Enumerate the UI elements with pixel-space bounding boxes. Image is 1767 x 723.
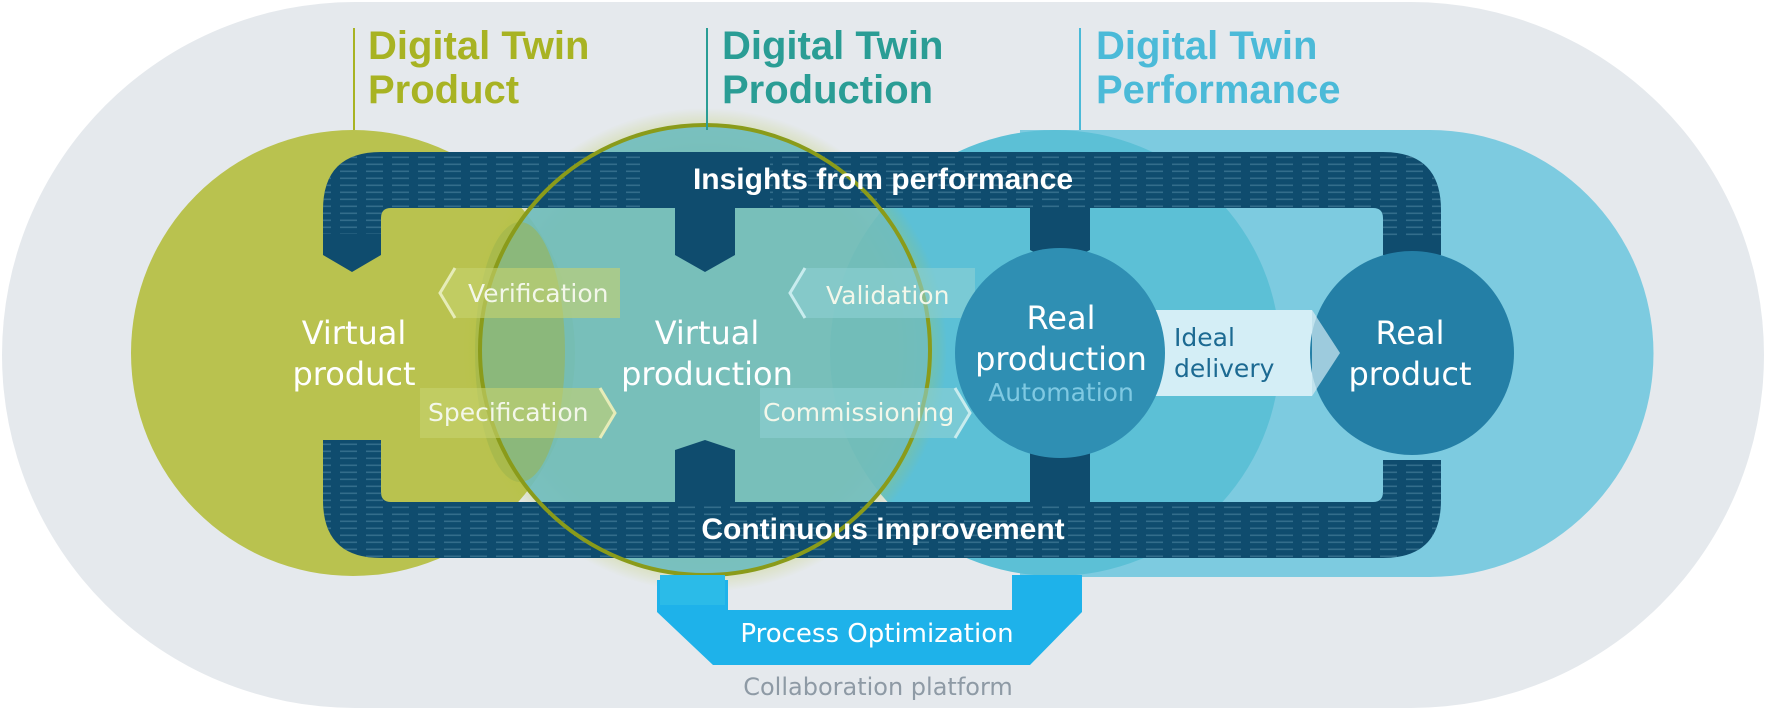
ideal-delivery-label: Ideal delivery (1174, 323, 1275, 383)
production-twin-title: Digital Twin Production (722, 24, 944, 112)
performance-twin-title: Digital Twin Performance (1096, 24, 1341, 112)
real-production-label: Real production (975, 299, 1147, 378)
product-twin-title: Digital Twin Product (368, 24, 590, 112)
insights-label: Insights from performance (692, 163, 1074, 196)
commissioning-arrow (760, 387, 972, 439)
arrow-tip (1312, 310, 1340, 396)
process-optimization-label: Process Optimization (740, 619, 1014, 649)
production-header-line (706, 28, 708, 130)
validation-arrow (788, 267, 975, 319)
improvement-loop (323, 152, 1441, 558)
real-product-label: Real product (1348, 314, 1472, 393)
process-optimization-stub (660, 575, 725, 605)
process-optimization-bar (657, 575, 1082, 665)
validation-label: Validation (826, 281, 950, 310)
specification-arrow (420, 387, 617, 439)
product-twin-circle (131, 130, 575, 576)
collaboration-platform-label: Collaboration platform (743, 673, 1013, 701)
real-production-node (955, 248, 1165, 458)
verification-label: Verification (468, 279, 609, 308)
ideal-delivery-arrow (1140, 310, 1340, 396)
product-header-line (353, 28, 355, 130)
production-twin-circle (480, 125, 930, 575)
overlap-shade (475, 222, 565, 482)
specification-label: Specification (428, 398, 589, 427)
commissioning-label: Commissioning (763, 398, 955, 427)
continuous-improvement-label: Continuous improvement (701, 513, 1065, 546)
virtual-product-label: Virtual product (292, 314, 416, 393)
virtual-production-label: Virtual production (621, 314, 793, 393)
real-product-node (1310, 251, 1514, 455)
performance-header-line (1079, 28, 1081, 130)
verification-arrow (438, 267, 620, 319)
automation-label: Automation (988, 378, 1134, 407)
